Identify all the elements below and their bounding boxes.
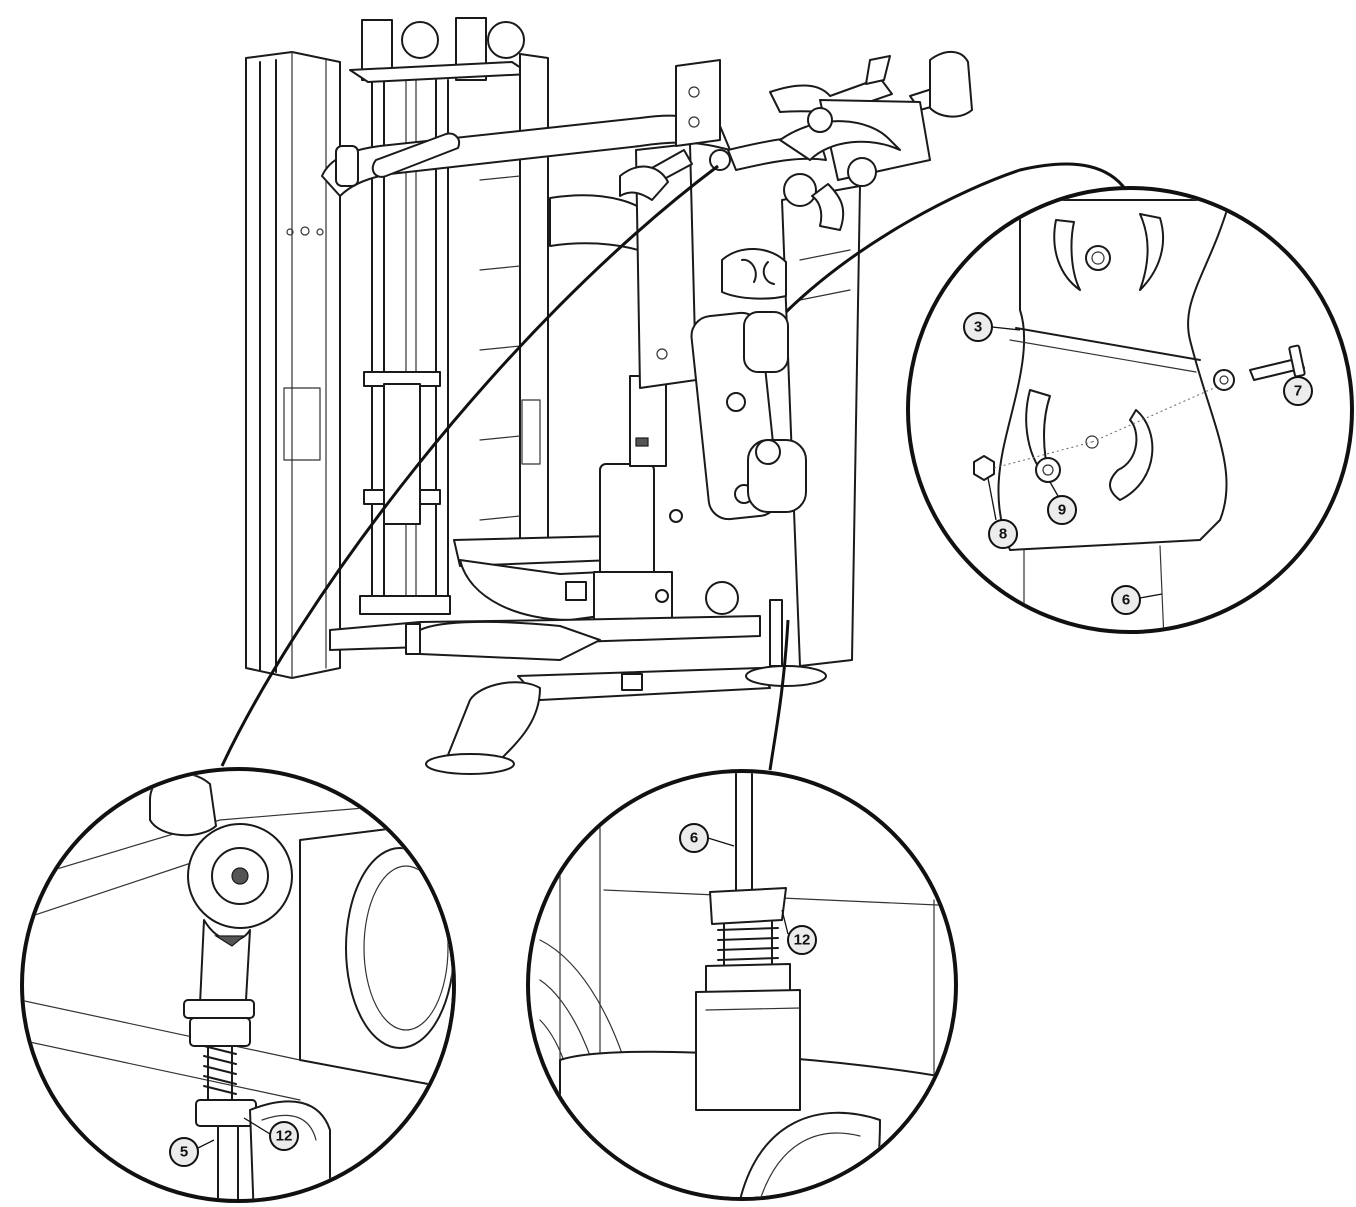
handle-frame	[321, 114, 731, 259]
callout-5	[169, 1137, 199, 1167]
right-rear-panel	[781, 185, 861, 667]
lower-left-rod-end-detail: 5 12	[20, 767, 456, 1203]
callout-12-right-label: 12	[794, 932, 811, 949]
callout-9-label: 9	[1058, 502, 1066, 519]
upper-handle-arms	[619, 51, 973, 231]
exercise-machine-main-view	[245, 17, 973, 775]
weight-stack-guide-rods	[349, 17, 531, 615]
callout-6-upper	[1111, 585, 1141, 615]
linkage-arms	[690, 247, 807, 521]
callout-6-lower	[679, 823, 709, 853]
callout-12-left	[269, 1121, 299, 1151]
callout-6-lower-label: 6	[690, 830, 698, 847]
callout-6-upper-label: 6	[1122, 592, 1130, 609]
upper-arm-linkage-detail: 3 7 8 9 6	[906, 186, 1354, 634]
callout-8-label: 8	[999, 526, 1007, 543]
callout-8	[988, 519, 1018, 549]
callout-12-right	[787, 925, 817, 955]
callout-3-label: 3	[974, 319, 982, 336]
upright-post	[635, 59, 721, 389]
callout-3	[963, 312, 993, 342]
callout-7	[1283, 376, 1313, 406]
base-frame	[329, 581, 827, 775]
left-frame-column	[245, 51, 341, 679]
callout-9	[1047, 495, 1077, 525]
callout-7-label: 7	[1294, 383, 1302, 400]
lower-right-rod-end-detail: 6 12	[526, 769, 958, 1201]
seat-assembly	[453, 375, 683, 637]
callout-12-left-label: 12	[276, 1128, 293, 1145]
callout-5-label: 5	[180, 1144, 188, 1161]
detail-leader-lines	[220, 162, 1128, 771]
